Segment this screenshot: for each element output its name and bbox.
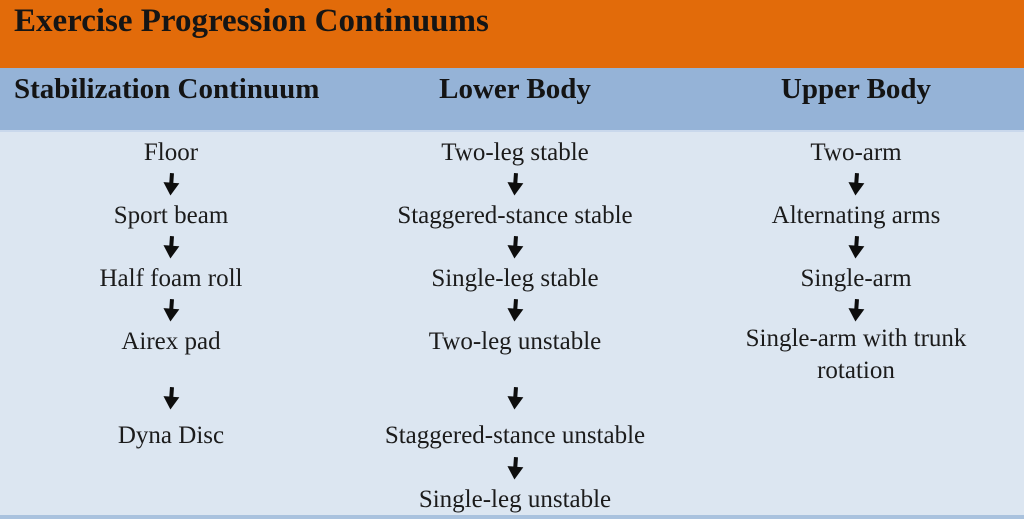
down-arrow-icon — [688, 235, 1024, 260]
down-arrow-icon — [0, 298, 342, 323]
item-label: Floor — [143, 139, 199, 166]
down-arrow-icon — [342, 235, 688, 260]
down-arrow-icon — [342, 456, 688, 481]
progression-grid: Floor Sport beam Half foam roll Airex pa… — [0, 132, 1024, 519]
down-arrow-icon — [688, 298, 1024, 323]
item-label: Alternating arms — [771, 202, 941, 229]
item-label: Airex pad — [121, 328, 221, 355]
page-title: Exercise Progression Continuums — [14, 3, 489, 39]
item-label: Staggered-stance unstable — [384, 422, 646, 449]
column-header-upper-body: Upper Body — [780, 73, 932, 105]
item-label: Single-leg unstable — [418, 486, 612, 513]
down-arrow-icon — [0, 386, 342, 416]
column-header-row: Stabilization Continuum Lower Body Upper… — [0, 68, 1024, 132]
item-label: Staggered-stance stable — [397, 202, 633, 229]
item-label-text: Single-arm with trunk rotation — [745, 325, 967, 384]
item-label: Two-arm — [810, 139, 902, 166]
item-label: Single-arm — [800, 265, 912, 292]
item-label: Single-leg stable — [431, 265, 599, 292]
item-label: Single-arm with trunk rotation — [688, 323, 1024, 386]
title-bar: Exercise Progression Continuums — [0, 0, 1024, 68]
item-label: Half foam roll — [99, 265, 243, 292]
down-arrow-icon — [0, 172, 342, 197]
down-arrow-icon — [342, 386, 688, 416]
down-arrow-icon — [0, 235, 342, 260]
column-header-lower-body: Lower Body — [439, 73, 591, 105]
item-label: Two-leg unstable — [428, 328, 602, 355]
down-arrow-icon — [342, 172, 688, 197]
bottom-border-strip — [0, 515, 1024, 519]
item-label: Dyna Disc — [117, 422, 225, 449]
down-arrow-icon — [688, 172, 1024, 197]
column-header-stabilization: Stabilization Continuum — [14, 73, 320, 105]
item-label: Two-leg stable — [441, 139, 589, 166]
down-arrow-icon — [342, 298, 688, 323]
item-label: Sport beam — [113, 202, 229, 229]
